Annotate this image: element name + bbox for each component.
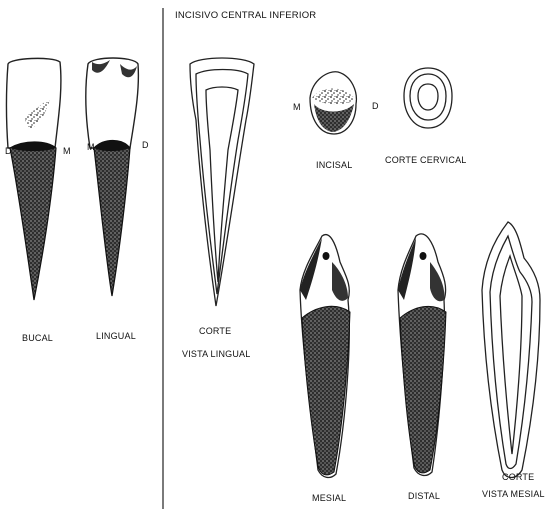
label-incisal: INCISAL [316,160,352,170]
tooth-lingual [86,58,139,296]
incisal-distal-marker: D [372,101,379,111]
lingual-mesial-marker: M [87,142,95,152]
label-lingual: LINGUAL [96,331,136,341]
label-corte-cervical: CORTE CERVICAL [385,155,467,165]
section-mesial-view [482,222,540,478]
section-cervical [404,68,452,128]
label-corte-mesial-2: VISTA MESIAL [482,489,545,499]
section-lingual-view [190,58,254,306]
incisal-mesial-marker: M [293,102,301,112]
label-corte-mesial-1: CORTE [502,472,534,482]
label-mesial: MESIAL [312,493,346,503]
label-corte-lingual-2: VISTA LINGUAL [182,349,250,359]
diagram-title: INCISIVO CENTRAL INFERIOR [175,10,316,21]
label-bucal: BUCAL [22,333,53,343]
bucal-mesial-marker: M [63,146,71,156]
label-distal: DISTAL [408,491,440,501]
label-corte-lingual-1: CORTE [199,326,231,336]
bucal-distal-marker: D [5,146,12,156]
tooth-distal [398,234,446,476]
tooth-bucal [7,58,61,300]
lingual-distal-marker: D [142,140,149,150]
tooth-incisal [310,72,356,134]
tooth-mesial [300,235,350,478]
